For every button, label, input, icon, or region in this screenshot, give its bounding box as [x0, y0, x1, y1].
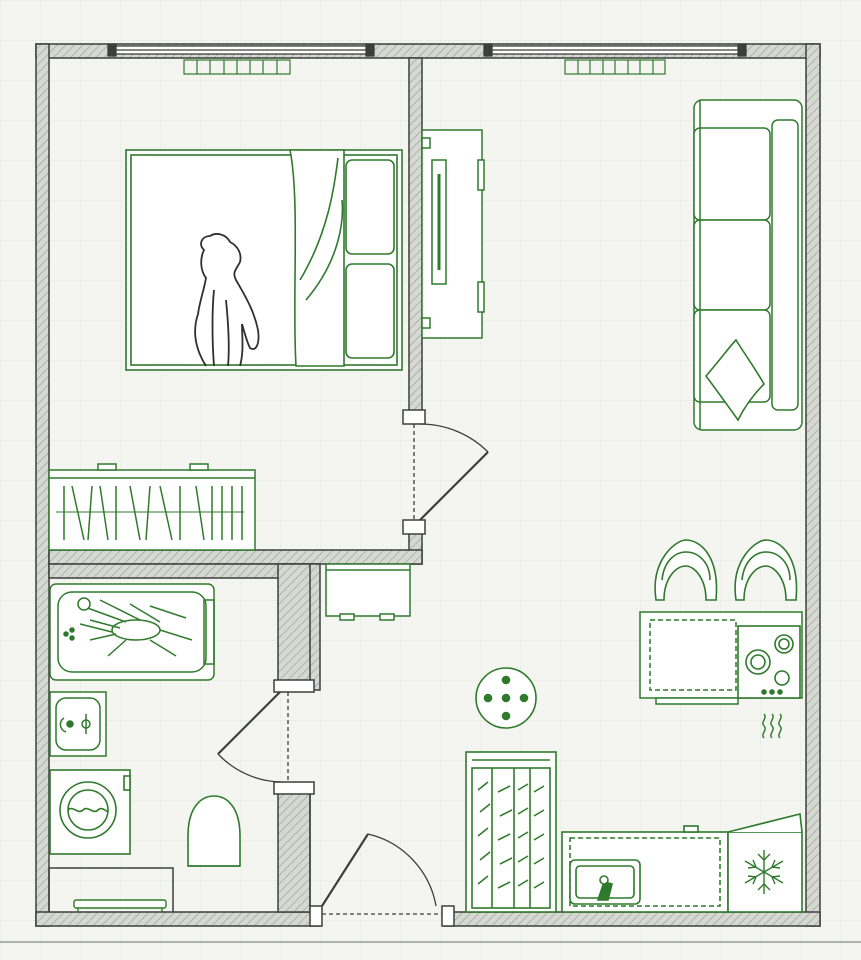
person-sketch-icon [194, 233, 260, 367]
armchair-icon [654, 539, 798, 601]
pillow-icon [345, 159, 395, 359]
tv-unit-icon [421, 129, 485, 339]
kitchen-sink-icon [561, 825, 729, 913]
bath-mat-icon [73, 899, 167, 912]
wall-bedroom-right-upper [408, 57, 423, 415]
cooktop-icon [737, 625, 801, 699]
washing-machine-icon [49, 769, 131, 855]
window-icon [107, 43, 747, 57]
cushion-icon [704, 338, 765, 422]
entrance-jamb-right [441, 905, 455, 927]
heat-waves-icon [762, 713, 782, 739]
wall-partition-upper [277, 563, 321, 691]
wall-bottom-right [443, 911, 821, 927]
bath-jamb-bottom [273, 781, 315, 795]
wall-bedroom-bottom [48, 549, 423, 565]
bath-jamb-top [273, 679, 315, 693]
wall-left [35, 43, 50, 927]
sink-icon [49, 691, 107, 757]
entrance-jamb-left [309, 905, 323, 927]
refrigerator-icon [727, 813, 803, 913]
round-table-icon [475, 667, 537, 729]
snowflake-icon [744, 850, 784, 894]
wardrobe-icon [465, 751, 557, 913]
bedroom-jamb-top [402, 409, 426, 425]
bedroom-jamb-bottom [402, 519, 426, 535]
wall-partition-lower [277, 785, 311, 913]
radiator-icon [183, 59, 666, 75]
wall-right [805, 43, 821, 927]
bookshelf-icon [48, 463, 256, 551]
sofa-icon [693, 99, 803, 431]
wall-bottom-left [35, 911, 321, 927]
bathroom-step-outline [48, 867, 174, 912]
hall-cabinet [325, 563, 411, 621]
toilet-icon [187, 795, 241, 867]
bathtub-icon [49, 583, 215, 681]
door-swing-icon [217, 423, 489, 915]
